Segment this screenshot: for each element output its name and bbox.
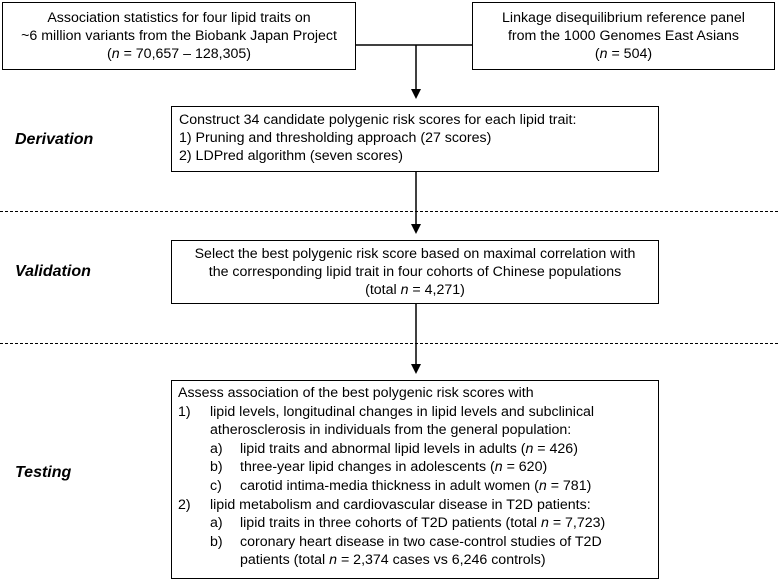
testing-item-1a: a) lipid traits and abnormal lipid level… xyxy=(178,440,658,459)
testing-item-2-line-1: lipid metabolism and cardiovascular dise… xyxy=(210,496,591,513)
ld-reference-box: Linkage disequilibrium reference panel f… xyxy=(472,2,775,70)
ld-line-2: from the 1000 Genomes East Asians xyxy=(507,28,740,44)
derivation-line-2: 1) Pruning and thresholding approach (27… xyxy=(179,130,492,146)
testing-item-1-cont: atherosclerosis in individuals from the … xyxy=(178,421,658,440)
testing-item-1a-text: lipid traits and abnormal lipid levels i… xyxy=(240,440,578,457)
testing-item-1c-marker: c) xyxy=(210,477,222,494)
separator-validation-testing xyxy=(0,343,778,344)
testing-item-1a-marker: a) xyxy=(210,440,223,457)
derivation-box: Construct 34 candidate polygenic risk sc… xyxy=(171,106,659,172)
validation-sample-size: (total n = 4,271) xyxy=(365,282,465,298)
stage-label-validation: Validation xyxy=(15,263,91,280)
testing-item-2-marker: 2) xyxy=(178,496,191,513)
testing-box: Assess association of the best polygenic… xyxy=(171,380,659,579)
testing-item-2a-text: lipid traits in three cohorts of T2D pat… xyxy=(240,515,606,532)
gwas-line-1: Association statistics for four lipid tr… xyxy=(47,10,311,26)
validation-line-1: Select the best polygenic risk score bas… xyxy=(194,246,636,262)
testing-item-1b-text: three-year lipid changes in adolescents … xyxy=(240,459,548,476)
derivation-line-3: 2) LDPred algorithm (seven scores) xyxy=(179,148,403,164)
stage-label-testing: Testing xyxy=(15,464,72,481)
ld-line-1: Linkage disequilibrium reference panel xyxy=(502,10,745,26)
gwas-source-box: Association statistics for four lipid tr… xyxy=(2,2,356,70)
testing-item-1-line-2: atherosclerosis in individuals from the … xyxy=(210,422,572,439)
gwas-sample-size: (n = 70,657 – 128,305) xyxy=(107,46,251,62)
testing-item-2a: a) lipid traits in three cohorts of T2D … xyxy=(178,514,658,533)
ld-sample-size: (n = 504) xyxy=(594,46,653,62)
testing-item-1-marker: 1) xyxy=(178,403,191,420)
testing-item-1c-text: carotid intima-media thickness in adult … xyxy=(240,477,592,494)
testing-item-2b: b) coronary heart disease in two case-co… xyxy=(178,533,658,552)
testing-item-1b-marker: b) xyxy=(210,459,223,476)
testing-intro: Assess association of the best polygenic… xyxy=(178,385,534,401)
testing-item-1-line-1: lipid levels, longitudinal changes in li… xyxy=(210,403,595,420)
testing-item-2b-marker: b) xyxy=(210,533,223,550)
validation-line-2: the corresponding lipid trait in four co… xyxy=(208,264,622,280)
testing-item-2a-marker: a) xyxy=(210,515,223,532)
validation-box: Select the best polygenic risk score bas… xyxy=(171,240,659,304)
testing-item-2: 2) lipid metabolism and cardiovascular d… xyxy=(178,496,658,515)
gwas-line-2: ~6 million variants from the Biobank Jap… xyxy=(21,28,337,44)
testing-item-2b-text: coronary heart disease in two case-contr… xyxy=(240,533,602,550)
testing-item-1b: b) three-year lipid changes in adolescen… xyxy=(178,458,658,477)
separator-derivation-validation xyxy=(0,211,778,212)
stage-label-derivation: Derivation xyxy=(15,131,94,148)
testing-item-2b-cont: patients (total n = 2,374 cases vs 6,246… xyxy=(178,551,658,570)
testing-item-2b-line-2: patients (total n = 2,374 cases vs 6,246… xyxy=(240,552,546,569)
testing-item-1: 1) lipid levels, longitudinal changes in… xyxy=(178,403,658,422)
derivation-line-1: Construct 34 candidate polygenic risk sc… xyxy=(179,112,577,128)
testing-item-1c: c) carotid intima-media thickness in adu… xyxy=(178,477,658,496)
